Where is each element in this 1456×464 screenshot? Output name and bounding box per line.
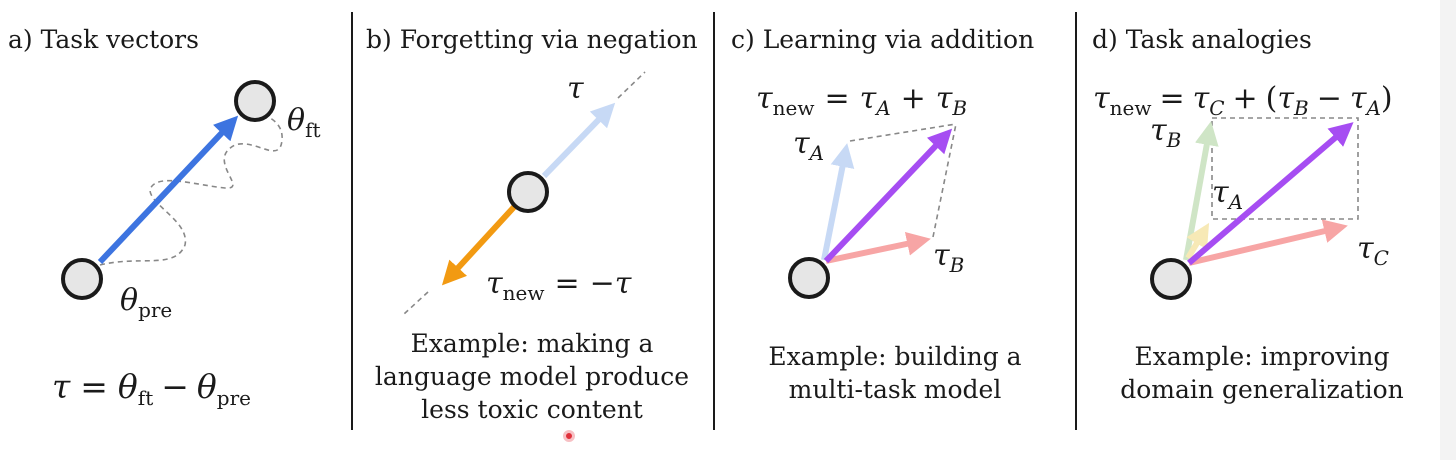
theta-ft-label: θft (287, 103, 321, 142)
negated-tau-arrow (441, 204, 517, 286)
task-vector-arrow (97, 115, 239, 265)
pretrained-node (61, 258, 103, 300)
panel-c-title: c) Learning via addition (731, 25, 1034, 54)
panel-learning-via-addition: c) Learning via addition τnew=τA+τB τA τ… (731, 25, 1034, 404)
tau-new-analogy-arrow (1187, 122, 1354, 266)
tau-arrow (541, 102, 616, 179)
panel-forgetting-via-negation: b) Forgetting via negation τ τnew=−τ Exa… (366, 25, 698, 442)
tau-c-label: τC (1357, 231, 1389, 270)
tau-c-arrow (1188, 219, 1348, 266)
panel-b-title: b) Forgetting via negation (366, 25, 698, 54)
panel-a-title: a) Task vectors (8, 25, 199, 54)
panel-c-caption-line-2: multi-task model (789, 375, 1002, 404)
model-node (507, 171, 549, 213)
panel-c-caption-line-1: Example: building a (768, 342, 1021, 371)
finetuned-node (234, 80, 276, 122)
tau-new-sum-arrow (823, 128, 953, 264)
panel-d-caption-line-2: domain generalization (1120, 375, 1404, 404)
tau-a-arrow (821, 143, 855, 261)
analogy-equation: τnew=τC+(τB−τA) (1093, 81, 1393, 120)
analogy-dashed-box (1211, 117, 1359, 220)
cursor-dot (563, 430, 575, 442)
tau-b-label: τB (933, 238, 964, 277)
base-model-node (788, 257, 830, 299)
panel-d-caption-line-1: Example: improving (1134, 342, 1389, 371)
panel-d-title: d) Task analogies (1092, 25, 1312, 54)
tau-b-label-analogy: τB (1150, 113, 1181, 152)
window-edge-strip (1440, 0, 1456, 460)
panel-b-caption-line-2: language model produce (375, 362, 689, 391)
panel-task-vectors: a) Task vectors θft θpre τ=θft−θpre (8, 25, 321, 410)
tau-a-arrow-analogy (1185, 222, 1210, 260)
tau-label: τ (567, 71, 584, 106)
task-vector-equation: τ=θft−θpre (52, 367, 251, 410)
negation-equation: τnew=−τ (486, 266, 632, 305)
tau-a-label: τA (793, 126, 824, 165)
finetuning-path (99, 111, 283, 266)
panel-b-caption-line-1: Example: making a (411, 329, 654, 358)
negation-dash-top (617, 71, 646, 99)
panel-b-caption-line-3: less toxic content (421, 395, 643, 424)
parallelogram-right-edge (932, 123, 957, 238)
base-model-node-analogy (1150, 258, 1192, 300)
theta-pre-label: θpre (120, 283, 172, 322)
tau-b-arrow (825, 231, 931, 264)
negation-dash-bottom (403, 291, 429, 315)
panel-task-analogies: d) Task analogies τnew=τC+(τB−τA) τB τA … (1092, 25, 1404, 404)
addition-equation: τnew=τA+τB (756, 81, 967, 120)
tau-a-label-analogy: τA (1212, 175, 1243, 214)
